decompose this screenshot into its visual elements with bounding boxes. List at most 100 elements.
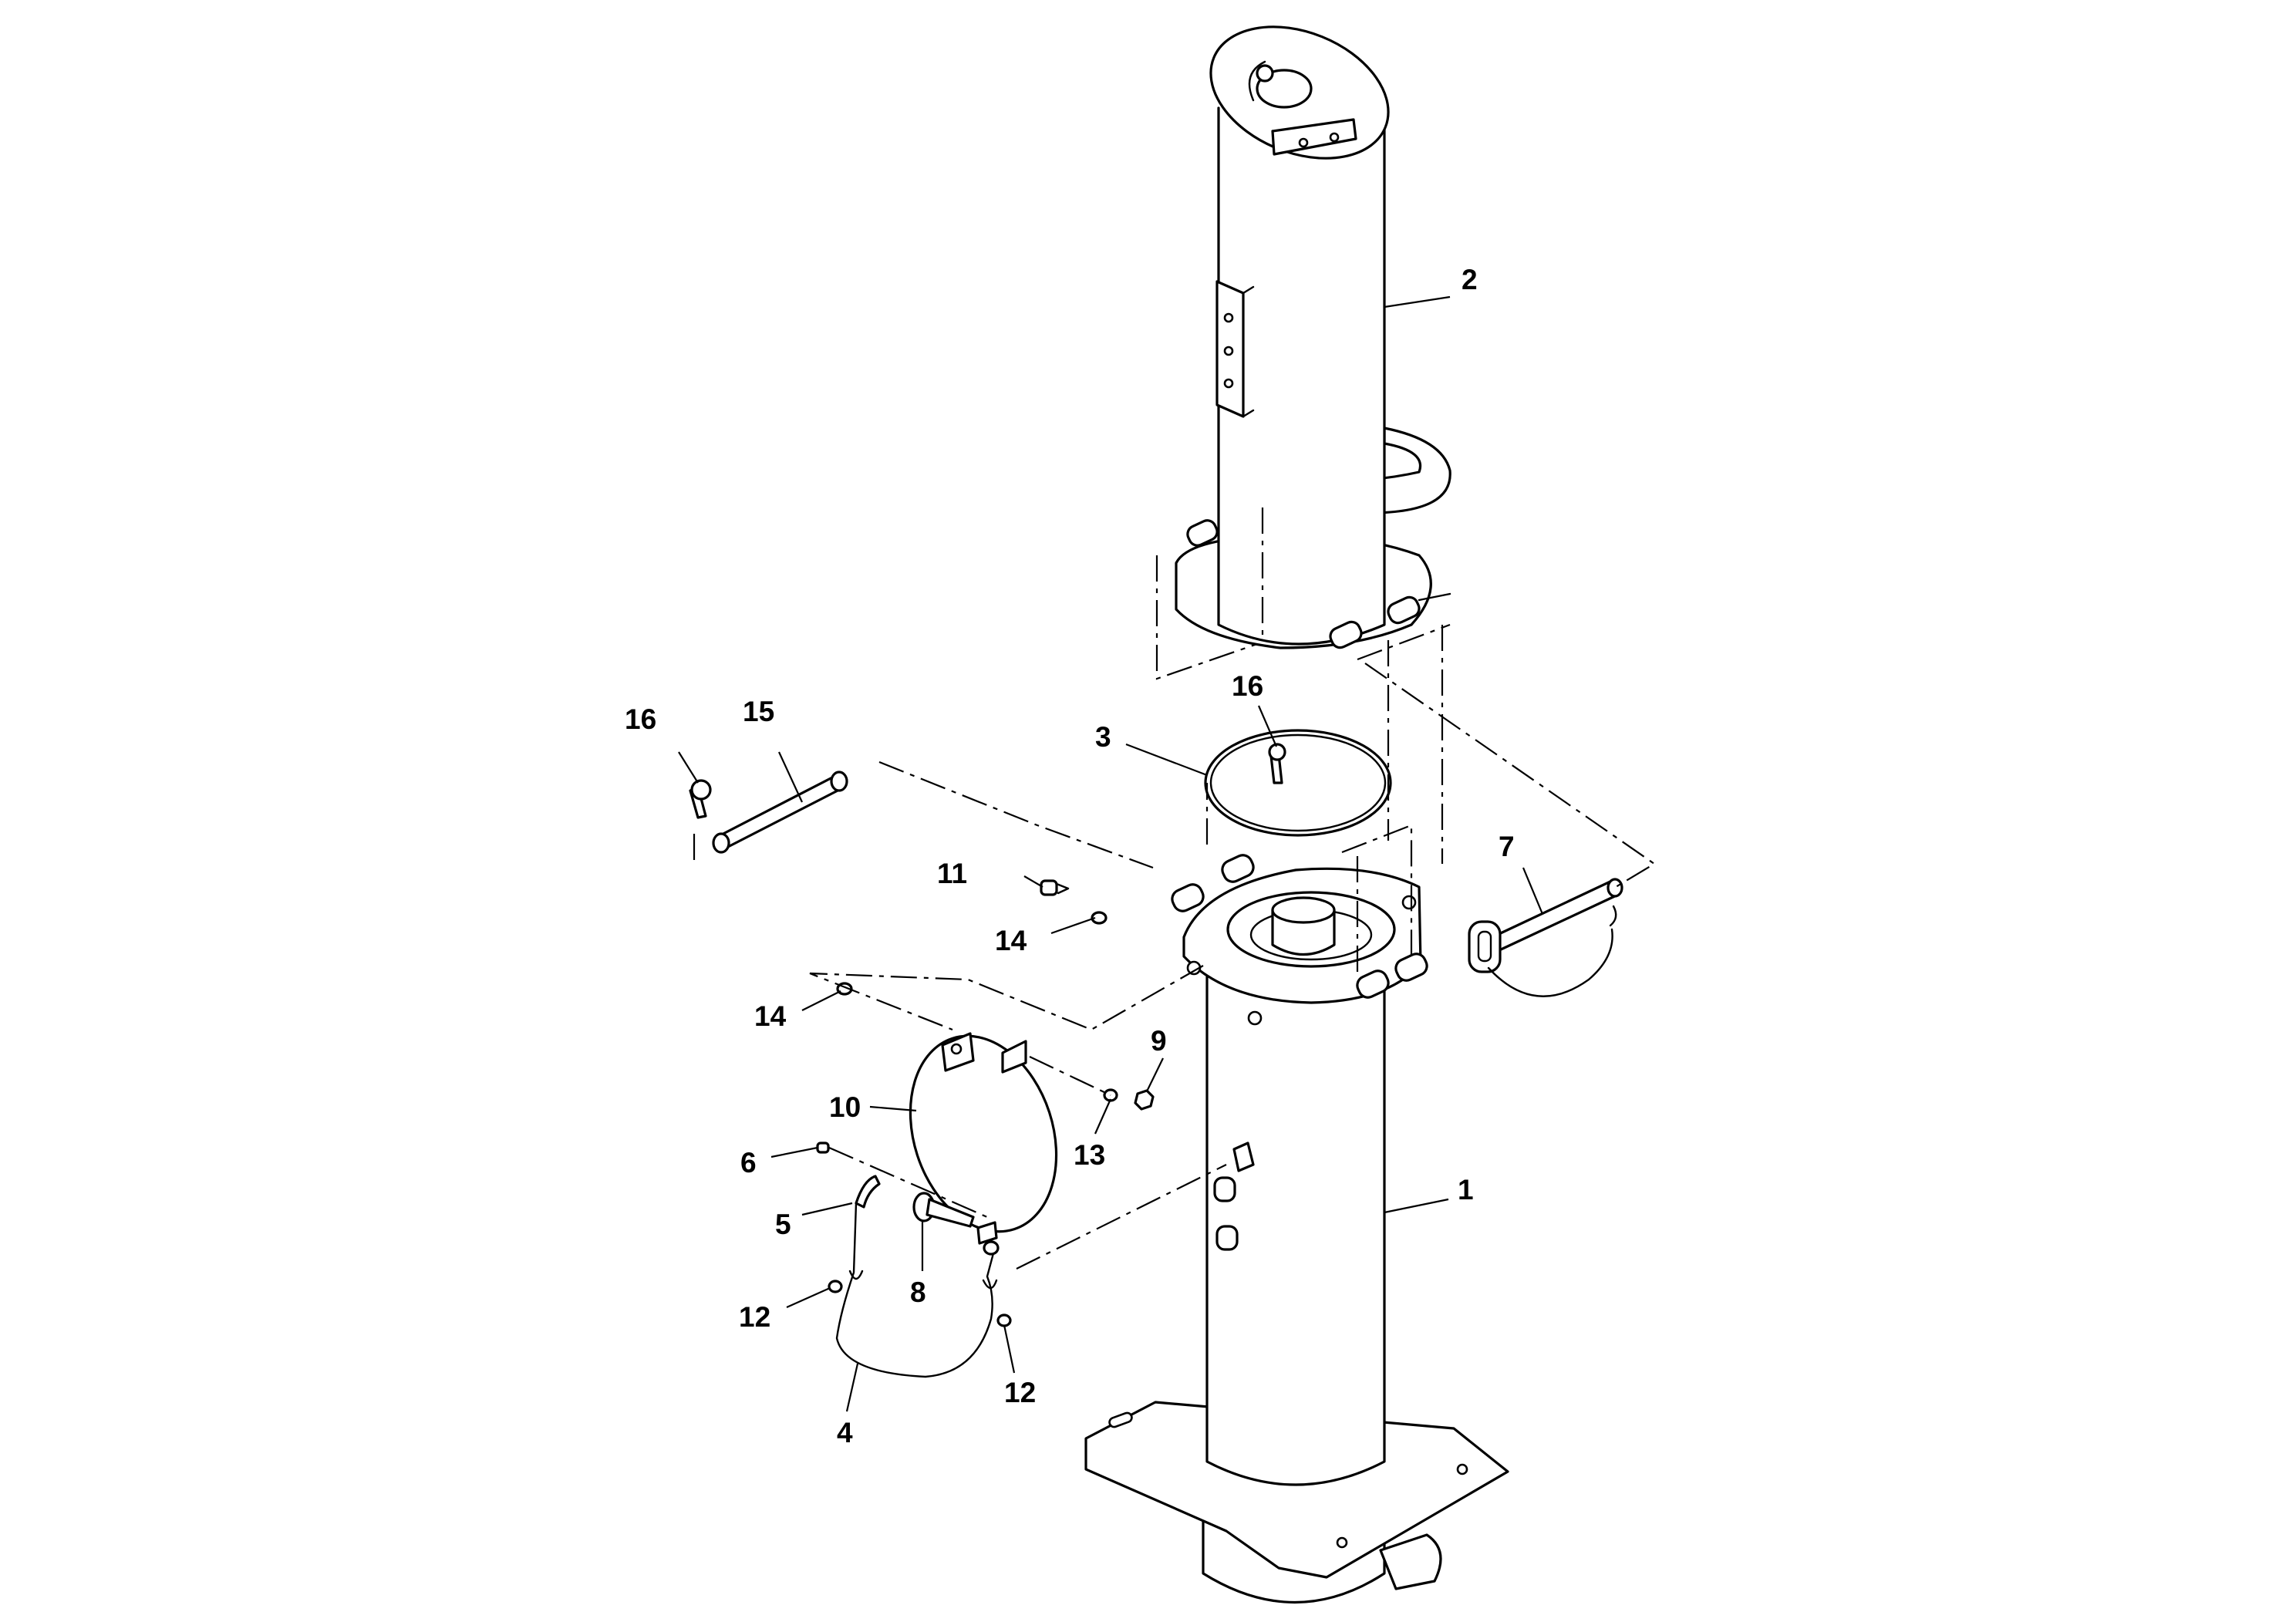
nut-9 <box>1134 1089 1155 1111</box>
wire-lanyard-4 <box>835 1202 995 1378</box>
o-ring-inner <box>1209 733 1387 832</box>
bolt-11 <box>1040 879 1058 896</box>
callout-15: 15 <box>743 696 774 727</box>
assembly-line <box>1016 1164 1227 1270</box>
flange-hole <box>1247 1010 1263 1026</box>
tube-bosses <box>1213 1141 1255 1251</box>
valve-bracket <box>1271 118 1357 156</box>
callout-16-left: 16 <box>625 703 656 735</box>
bracket-hole <box>1298 137 1309 148</box>
hinge-lug <box>1394 953 1428 982</box>
leader-4 <box>845 1363 859 1412</box>
assembly-lines <box>693 508 1657 1270</box>
cover-disc <box>909 1034 1058 1233</box>
callout-12-right: 12 <box>1004 1377 1036 1408</box>
leader-12-right <box>1003 1324 1016 1374</box>
tube-boss <box>1215 1225 1239 1251</box>
leader-1 <box>1384 1198 1449 1214</box>
base-plate-hole <box>1336 1536 1348 1549</box>
hardware <box>816 879 1155 1378</box>
callout-8: 8 <box>910 1276 926 1308</box>
leader-13 <box>1094 1098 1112 1135</box>
valve-lever <box>1248 60 1266 102</box>
leader-15 <box>778 751 803 803</box>
leader-9 <box>1146 1057 1164 1092</box>
hinge-pin-body <box>716 774 844 850</box>
leader-5 <box>801 1202 853 1216</box>
side-bracket-edge <box>1242 285 1255 418</box>
leader-16-left <box>678 751 699 784</box>
bracket-hole <box>1223 346 1234 356</box>
hinge-pin-end <box>712 832 730 854</box>
leader-16-center <box>1257 705 1278 747</box>
cover-disc-10 <box>909 1032 1058 1245</box>
callout-7: 7 <box>1499 831 1515 862</box>
assembly-line <box>693 760 1154 869</box>
assembly-line <box>1155 508 1444 864</box>
hitch-pin-ring-inner <box>1477 930 1492 963</box>
washer-14-upper <box>1091 911 1108 925</box>
hinge-lug <box>1171 883 1205 912</box>
leader-12-left <box>786 1286 831 1309</box>
callouts: 2 1 3 16 16 15 7 11 14 14 9 10 13 6 5 8 … <box>625 264 1515 1448</box>
hinge-lug <box>1221 854 1255 883</box>
tube-tab <box>1232 1141 1255 1172</box>
hinge-lug <box>1387 595 1421 625</box>
cover-tab <box>976 1221 998 1245</box>
cover-lug <box>983 1240 1000 1256</box>
flange-hole <box>1401 895 1417 910</box>
lower-flange-assembly <box>1171 854 1428 1026</box>
valve-pin <box>1256 64 1274 83</box>
leader-7 <box>1522 867 1544 915</box>
hinge-pin-15 <box>712 771 848 854</box>
cotter-pin-eye <box>690 779 712 801</box>
upper-tube-assembly <box>1175 25 1451 649</box>
callout-4: 4 <box>837 1417 853 1448</box>
hitch-pin-end <box>1607 878 1623 898</box>
callout-14-upper: 14 <box>995 925 1027 956</box>
drain-elbow <box>1379 1533 1442 1590</box>
callout-3: 3 <box>1095 721 1111 753</box>
callout-16-center: 16 <box>1232 670 1263 702</box>
hinge-lug <box>1329 620 1363 649</box>
knob-8-shank <box>925 1198 975 1228</box>
cotter-pin-16-center <box>1268 743 1286 784</box>
leader-lines <box>678 295 1544 1412</box>
o-ring <box>1204 729 1392 837</box>
bracket-hole <box>1329 132 1340 143</box>
leader-14-upper <box>1050 916 1096 935</box>
hitch-pin-ring <box>1468 920 1502 973</box>
leader-14-lower <box>801 990 841 1011</box>
base-plate-hole <box>1456 1463 1468 1475</box>
lanyard-loop <box>982 1279 998 1290</box>
top-valve <box>1248 60 1357 156</box>
hinge-lug <box>1186 519 1219 547</box>
base-plate-slot <box>1108 1411 1133 1428</box>
bracket-hole <box>1223 312 1234 323</box>
cotter-pin-eye <box>1268 743 1286 761</box>
callout-1: 1 <box>1458 1174 1474 1206</box>
callout-13: 13 <box>1074 1139 1105 1171</box>
assembly-line <box>809 965 1204 1031</box>
cotter-pin-16-left <box>689 779 712 819</box>
callout-6: 6 <box>740 1147 757 1179</box>
screw-6 <box>816 1141 830 1154</box>
lower-tube <box>1205 966 1386 1486</box>
hitch-pin-body <box>1491 879 1620 952</box>
hitch-pin-lanyard <box>1487 928 1613 997</box>
lanyard-clip <box>1609 905 1617 927</box>
hinge-lug <box>1356 969 1390 999</box>
callout-2: 2 <box>1462 264 1478 295</box>
leader-11 <box>1023 875 1043 888</box>
rivet-12-right <box>996 1313 1012 1327</box>
rivet-12-left <box>828 1280 843 1293</box>
callout-9: 9 <box>1151 1025 1167 1057</box>
cover-bracket-hole <box>950 1043 963 1055</box>
callout-5: 5 <box>775 1209 791 1240</box>
callout-14-lower: 14 <box>754 1000 787 1032</box>
cover-bracket <box>1001 1040 1027 1074</box>
assembly-line <box>1029 1056 1111 1096</box>
assembly-line <box>828 1146 988 1219</box>
leader-2 <box>1384 295 1451 309</box>
lower-flange-spigot-top <box>1271 896 1336 924</box>
